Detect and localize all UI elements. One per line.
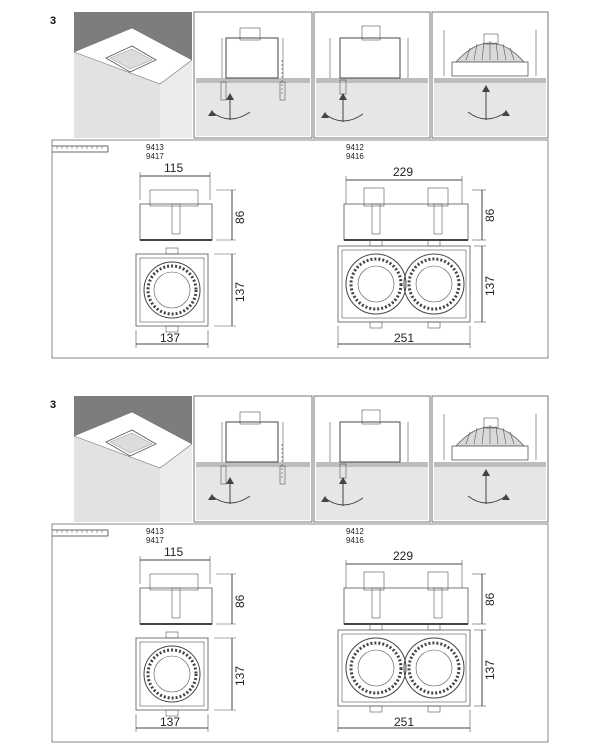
double-fixture-side-view: 229 86 — [343, 165, 497, 241]
sheet-1: 3 — [50, 11, 549, 359]
single-model-code: 9417 — [146, 536, 164, 545]
install-step-panel-1 — [193, 11, 313, 139]
dimension-panel — [51, 139, 549, 359]
single-width-label: 115 — [164, 161, 183, 175]
ceiling-cutout-panel — [73, 396, 193, 522]
single-front-height-label: 137 — [233, 666, 247, 686]
double-front-width-label: 251 — [394, 715, 414, 729]
double-width-label: 229 — [393, 165, 413, 179]
double-width-label: 229 — [393, 549, 413, 563]
double-fixture-front-view: 137 251 — [337, 239, 497, 348]
double-height-label: 86 — [483, 592, 497, 606]
double-height-label: 86 — [483, 208, 497, 222]
install-step-panel-2 — [313, 395, 431, 523]
double-fixture-side-view: 229 86 — [343, 549, 497, 625]
single-width-label: 115 — [164, 545, 183, 559]
single-fixture-side-view: 115 86 — [139, 545, 247, 625]
single-front-width-label: 137 — [160, 331, 180, 345]
install-step-panel-3 — [431, 11, 549, 139]
double-front-height-label: 137 — [483, 660, 497, 680]
dimension-panel — [51, 523, 549, 743]
double-model-code: 9416 — [346, 152, 364, 161]
single-fixture-front-view: 137 137 — [135, 631, 247, 732]
sheet-2: 3 — [50, 395, 549, 743]
single-model-code: 9413 — [146, 527, 164, 536]
single-fixture-front-view: 137 137 — [135, 247, 247, 348]
step-number: 3 — [50, 399, 56, 411]
step-number: 3 — [50, 15, 56, 27]
single-height-label: 86 — [233, 594, 247, 608]
single-height-label: 86 — [233, 210, 247, 224]
single-front-height-label: 137 — [233, 282, 247, 302]
single-model-code: 9417 — [146, 152, 164, 161]
double-front-width-label: 251 — [394, 331, 414, 345]
install-step-panel-3 — [431, 395, 549, 523]
single-front-width-label: 137 — [160, 715, 180, 729]
single-model-code: 9413 — [146, 143, 164, 152]
install-step-panel-2 — [313, 11, 431, 139]
scale-ruler — [51, 145, 109, 153]
double-fixture-front-view: 137 251 — [337, 623, 497, 732]
scale-ruler — [51, 529, 109, 537]
single-fixture-side-view: 115 86 — [139, 161, 247, 241]
install-step-panel-1 — [193, 395, 313, 523]
double-model-code: 9412 — [346, 143, 364, 152]
double-model-code: 9416 — [346, 536, 364, 545]
ceiling-cutout-panel — [73, 12, 193, 138]
double-front-height-label: 137 — [483, 276, 497, 296]
double-model-code: 9412 — [346, 527, 364, 536]
